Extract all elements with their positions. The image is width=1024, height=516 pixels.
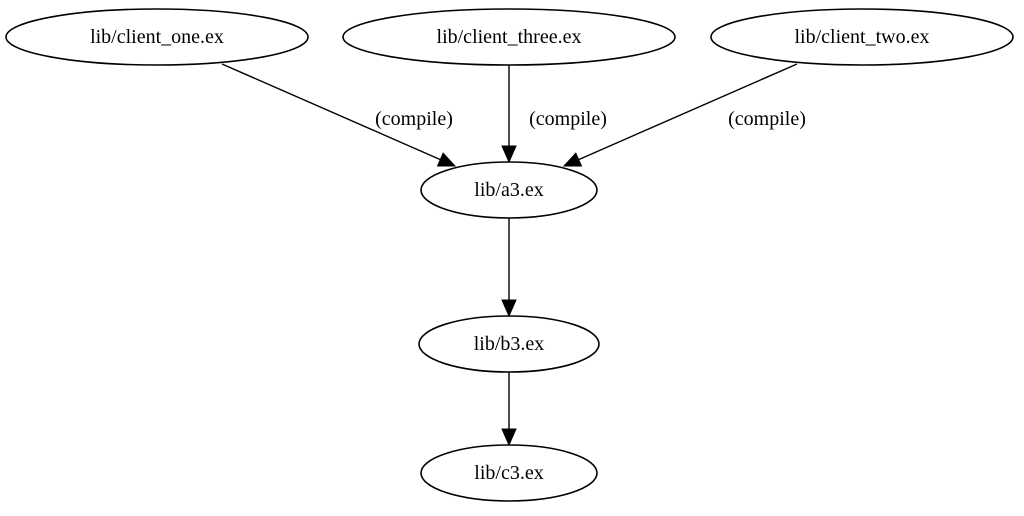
arrowhead-icon (501, 299, 517, 318)
arrowhead-icon (501, 428, 517, 447)
node-ellipse (420, 161, 598, 219)
edge-line (221, 63, 441, 161)
edge-client_one-to-a3: (compile) (221, 63, 457, 167)
edge-label: (compile) (728, 108, 806, 130)
node-label: lib/client_three.ex (437, 26, 582, 48)
arrowhead-icon (501, 145, 517, 164)
edge-label: (compile) (375, 108, 453, 130)
edge-client_three-to-a3: (compile) (501, 65, 607, 164)
node-c3: lib/c3.ex (420, 444, 598, 502)
node-label: lib/c3.ex (474, 462, 543, 484)
node-ellipse (342, 8, 676, 66)
edges-layer: (compile) (compile) (compile) (221, 63, 806, 447)
edge-label: (compile) (529, 108, 607, 130)
node-client-two: lib/client_two.ex (710, 8, 1014, 66)
edge-a3-to-b3 (501, 218, 517, 318)
arrowhead-icon (436, 152, 457, 167)
node-label: lib/client_one.ex (90, 26, 224, 48)
node-label: lib/b3.ex (474, 333, 545, 355)
node-b3: lib/b3.ex (418, 315, 600, 373)
node-ellipse (420, 444, 598, 502)
node-client-three: lib/client_three.ex (342, 8, 676, 66)
arrowhead-icon (562, 152, 583, 167)
edge-client_two-to-a3: (compile) (562, 63, 806, 167)
node-label: lib/client_two.ex (795, 26, 930, 48)
node-ellipse (5, 8, 309, 66)
node-ellipse (710, 8, 1014, 66)
node-label: lib/a3.ex (474, 179, 543, 201)
node-a3: lib/a3.ex (420, 161, 598, 219)
node-ellipse (418, 315, 600, 373)
edge-b3-to-c3 (501, 372, 517, 447)
node-client-one: lib/client_one.ex (5, 8, 309, 66)
nodes-layer: lib/client_one.ex lib/client_three.ex lib/… (5, 8, 1014, 502)
edge-line (578, 63, 798, 161)
